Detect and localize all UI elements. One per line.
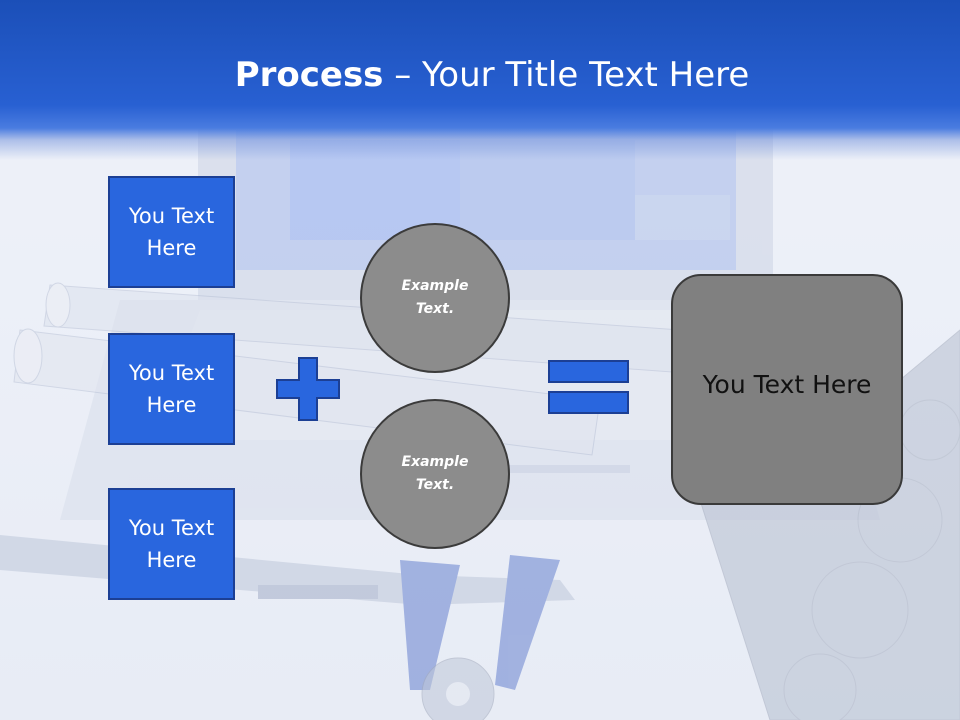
small-gear-graphic bbox=[421, 657, 495, 720]
text-box-label: You Text Here bbox=[128, 516, 215, 572]
equals-icon bbox=[548, 360, 629, 414]
result-label: You Text Here bbox=[702, 370, 872, 399]
text-box-label: You Text Here bbox=[128, 204, 215, 260]
plus-icon bbox=[276, 357, 340, 421]
circle-label: Example Text. bbox=[401, 454, 469, 493]
text-box-label: You Text Here bbox=[128, 361, 215, 417]
text-box-2[interactable]: You Text Here bbox=[108, 333, 235, 445]
result-box[interactable]: You Text Here bbox=[671, 274, 903, 505]
slide-title: Process – Your Title Text Here bbox=[0, 48, 960, 102]
example-circle-1[interactable]: Example Text. bbox=[360, 223, 510, 373]
title-bar bbox=[0, 0, 960, 160]
circle-label: Example Text. bbox=[401, 278, 469, 317]
example-circle-2[interactable]: Example Text. bbox=[360, 399, 510, 549]
text-box-3[interactable]: You Text Here bbox=[108, 488, 235, 600]
title-rest-text: – Your Title Text Here bbox=[383, 55, 750, 95]
title-bold-text: Process bbox=[234, 55, 384, 95]
text-box-1[interactable]: You Text Here bbox=[108, 176, 235, 288]
